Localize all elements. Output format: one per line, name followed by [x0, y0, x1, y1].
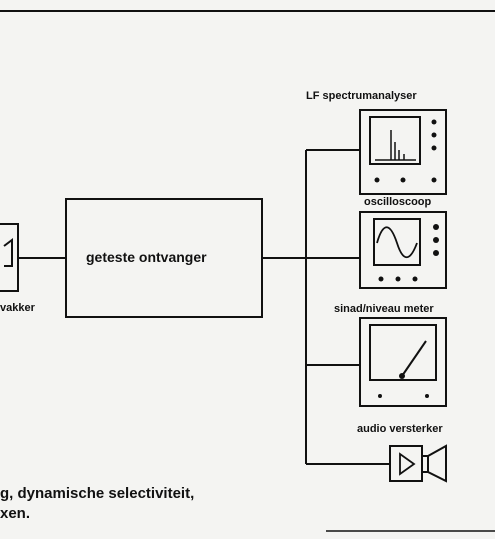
- caption-line-1: g, dynamische selectiviteit,: [0, 485, 195, 502]
- audio-amplifier-instrument: [389, 444, 447, 483]
- oscilloscope-instrument: [359, 211, 447, 289]
- sinad-meter-label: sinad/niveau meter: [334, 303, 434, 315]
- left-block-label: vakker: [0, 302, 35, 314]
- oscilloscope-label: oscilloscoop: [364, 196, 432, 208]
- receiver-label: geteste ontvanger: [86, 249, 207, 265]
- audio-amplifier-label: audio versterker: [357, 423, 443, 435]
- caption-line-2: xen.: [0, 505, 31, 522]
- sinad-meter-instrument: [359, 317, 447, 407]
- spectrum-analyser-label: LF spectrumanalyser: [306, 90, 417, 102]
- left-partial-block: [0, 223, 19, 292]
- spectrum-analyser-instrument: [359, 109, 447, 195]
